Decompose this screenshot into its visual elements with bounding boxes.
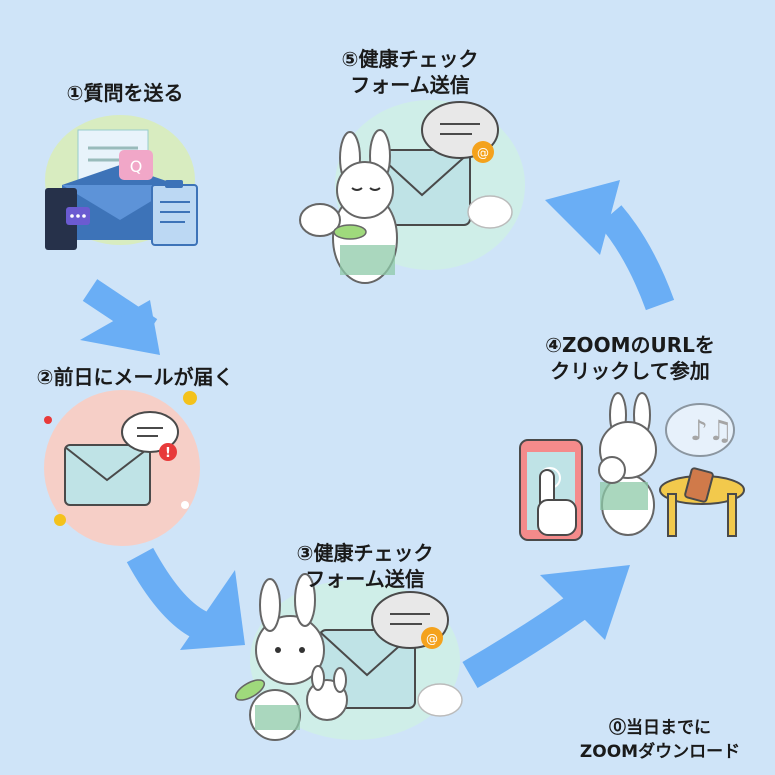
step-1-line1: ①質問を送る — [66, 81, 184, 105]
step-3-line1: ③健康チェック — [296, 541, 434, 565]
step-5-line2: フォーム送信 — [350, 73, 470, 97]
rabbit-mail-icon: @ — [299, 100, 525, 284]
step-0-label: ⓪当日までに ZOOMダウンロード — [555, 716, 765, 764]
step-4-label: ④ZOOMのURLを クリックして参加 — [510, 332, 750, 384]
svg-text:Q: Q — [130, 157, 143, 176]
step-5-label: ⑤健康チェック フォーム送信 — [290, 46, 530, 98]
mail-alert-icon: ! — [44, 390, 200, 546]
svg-text:@: @ — [477, 146, 489, 160]
step-0-line1: ⓪当日までに — [609, 718, 711, 738]
step-5-line1: ⑤健康チェック — [341, 47, 479, 71]
mail-docs-icon: Q — [45, 115, 198, 250]
step-4-line2: クリックして参加 — [550, 359, 710, 383]
step-2-line1: ②前日にメールが届く — [36, 365, 234, 389]
svg-text:@: @ — [426, 632, 438, 646]
step-2-label: ②前日にメールが届く — [0, 364, 270, 390]
arrow-2-to-3 — [126, 547, 245, 650]
svg-text:!: ! — [165, 446, 171, 461]
arrow-1-to-2 — [80, 279, 160, 355]
phone-tap-icon: ♪♫ — [519, 392, 745, 541]
step-4-line1: ④ZOOMのURLを — [545, 333, 715, 357]
arrow-4-to-5 — [545, 180, 675, 311]
arrow-3-to-4 — [462, 565, 630, 688]
rabbit-mail-icon: @ — [234, 573, 463, 741]
step-3-line2: フォーム送信 — [305, 567, 425, 591]
step-1-label: ①質問を送る — [40, 80, 210, 106]
step-3-label: ③健康チェック フォーム送信 — [245, 540, 485, 592]
step-0-line2: ZOOMダウンロード — [579, 742, 741, 762]
